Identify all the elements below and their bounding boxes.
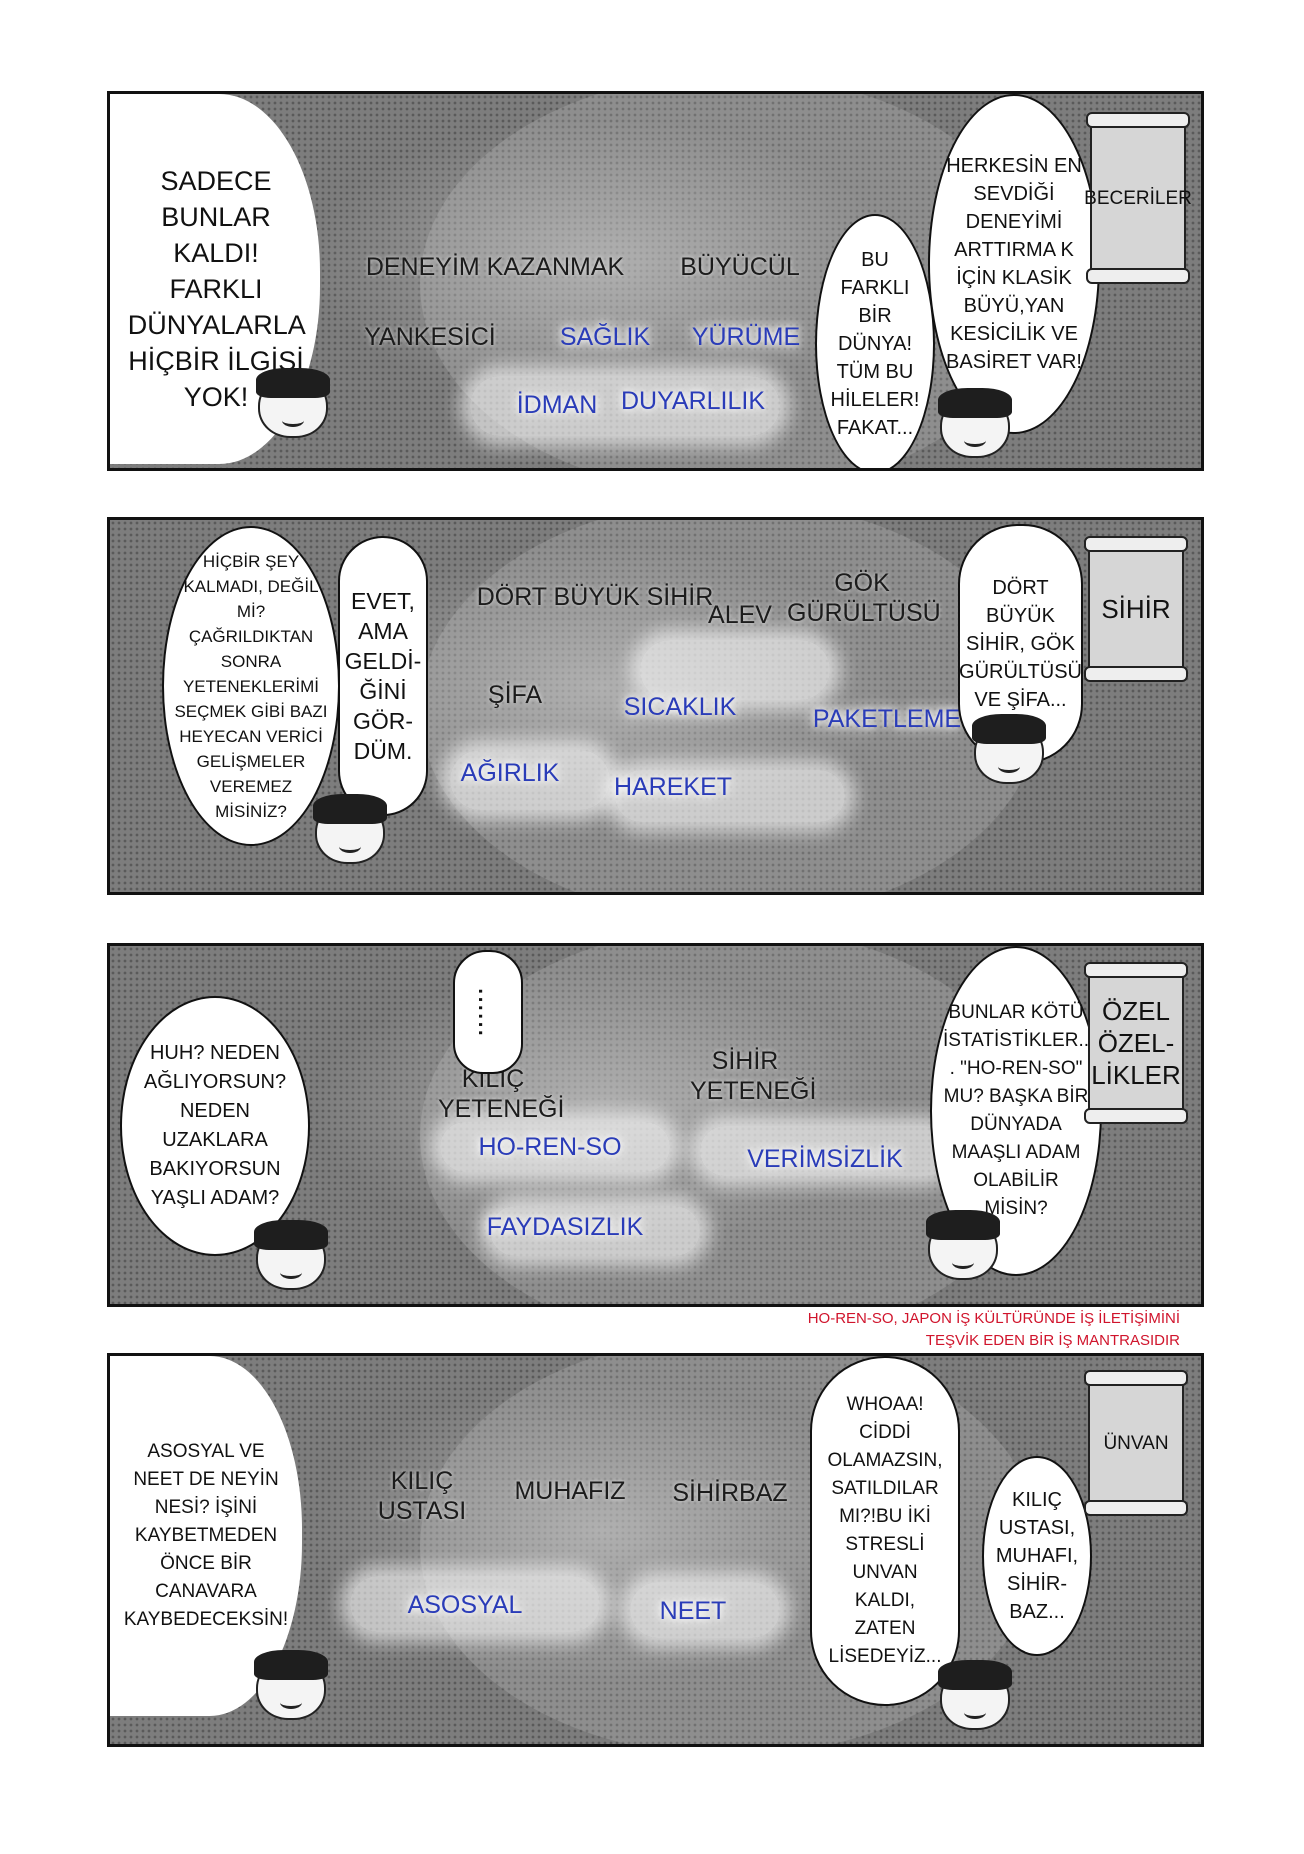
text-glow — [640, 640, 830, 700]
skill-word-blue: SAĞLIK — [559, 323, 651, 351]
speech-bubble-mid: WHOAA! CİDDİ OLAMAZSIN, SATILDILAR MI?!B… — [810, 1356, 960, 1706]
skill-word-blue: İDMAN — [516, 391, 598, 419]
text-glow — [700, 1126, 950, 1176]
skill-word-blue: YÜRÜME — [691, 323, 801, 351]
character-face — [938, 1660, 1012, 1730]
character-face — [926, 1210, 1000, 1280]
text-glow — [615, 770, 845, 822]
magic-word-blue: PAKETLEME — [812, 705, 962, 733]
ellipsis-bubble: ...... — [453, 950, 523, 1074]
magic-word: DÖRT BÜYÜK SİHİR — [476, 583, 714, 611]
skills-scroll: BECERİLER — [1084, 112, 1192, 284]
traits-scroll: ÖZEL ÖZEL-LİKLER — [1084, 962, 1188, 1124]
speech-bubble-left: HUH? NEDEN AĞLIYORSUN? NEDEN UZAKLARA BA… — [120, 996, 310, 1256]
magic-word: GÖK GÜRÜLTÜSÜ — [787, 569, 941, 627]
title-scroll: ÜNVAN — [1084, 1370, 1188, 1516]
translator-note: HO-REN-SO, JAPON İŞ KÜLTÜRÜNDE İŞ İLETİŞ… — [807, 1310, 1180, 1349]
character-face — [938, 388, 1012, 458]
trait-word: KILIÇ YETENEĞİ — [438, 1065, 565, 1123]
title-word: SİHİRBAZ — [672, 1479, 788, 1507]
text-glow — [470, 376, 780, 436]
trait-word: SİHİR YETENEĞİ — [690, 1047, 817, 1105]
text-glow — [490, 1206, 700, 1256]
text-glow — [630, 1582, 780, 1638]
magic-word-blue: AĞIRLIK — [460, 759, 560, 787]
speech-bubble-mid: BU FARKLI BİR DÜNYA! TÜM BU HİLELER! FAK… — [815, 214, 935, 468]
text-glow — [440, 1122, 670, 1172]
manga-panel-1: DENEYİM KAZANMAK BÜYÜCÜL YANKESİCİ SAĞLI… — [107, 91, 1204, 471]
scroll-label: SİHİR — [1101, 594, 1171, 624]
trait-word-blue: HO-REN-SO — [478, 1133, 622, 1161]
skill-word: DENEYİM KAZANMAK — [365, 253, 625, 281]
speech-bubble-right: KILIÇ USTASI, MUHAFI, SİHİR-BAZ... — [982, 1456, 1092, 1656]
magic-word: ALEV — [708, 601, 772, 629]
magic-word-blue: HAREKET — [613, 773, 733, 801]
trait-word-blue: VERİMSİZLİK — [747, 1145, 903, 1173]
character-face — [254, 1650, 328, 1720]
character-face — [972, 714, 1046, 784]
scroll-label: ÜNVAN — [1103, 1432, 1169, 1454]
speech-bubble-right: HERKESİN EN SEVDİĞİ DENEYİMİ ARTTIRMA K … — [928, 94, 1100, 434]
skill-word: BÜYÜCÜL — [680, 253, 800, 281]
trait-word-blue: FAYDASIZLIK — [486, 1213, 644, 1241]
character-face — [256, 368, 330, 438]
magic-word: ŞİFA — [487, 681, 543, 709]
title-word-blue: ASOSYAL — [407, 1591, 523, 1619]
manga-panel-3: KILIÇ YETENEĞİ SİHİR YETENEĞİ HO-REN-SO … — [107, 943, 1204, 1307]
speech-bubble-left: HİÇBİR ŞEY KALMADI, DEĞİL Mİ? ÇAĞRILDIKT… — [162, 526, 340, 846]
title-word-blue: NEET — [659, 1597, 727, 1625]
skill-word-blue: DUYARLILIK — [620, 387, 766, 415]
title-word: KILIÇ USTASI — [377, 1467, 467, 1525]
manga-panel-4: KILIÇ USTASI MUHAFIZ SİHİRBAZ ASOSYAL NE… — [107, 1353, 1204, 1747]
magic-scroll: SİHİR — [1084, 536, 1188, 682]
text-glow — [350, 1576, 600, 1632]
skill-word: YANKESİCİ — [364, 323, 496, 351]
speech-bubble-mid: EVET, AMA GELDİ-ĞİNİ GÖR-DÜM. — [338, 536, 428, 816]
speech-bubble-left: SADECE BUNLAR KALDI! FARKLI DÜNYALARLA H… — [110, 94, 320, 464]
character-face — [313, 794, 387, 864]
magic-word-blue: SICAKLIK — [623, 693, 737, 721]
manga-panel-2: DÖRT BÜYÜK SİHİR ALEV GÖK GÜRÜLTÜSÜ ŞİFA… — [107, 517, 1204, 895]
character-face — [254, 1220, 328, 1290]
scroll-label: BECERİLER — [1084, 187, 1192, 209]
title-word: MUHAFIZ — [514, 1477, 626, 1505]
scroll-label: ÖZEL ÖZEL-LİKLER — [1091, 996, 1181, 1090]
text-glow — [450, 750, 610, 810]
